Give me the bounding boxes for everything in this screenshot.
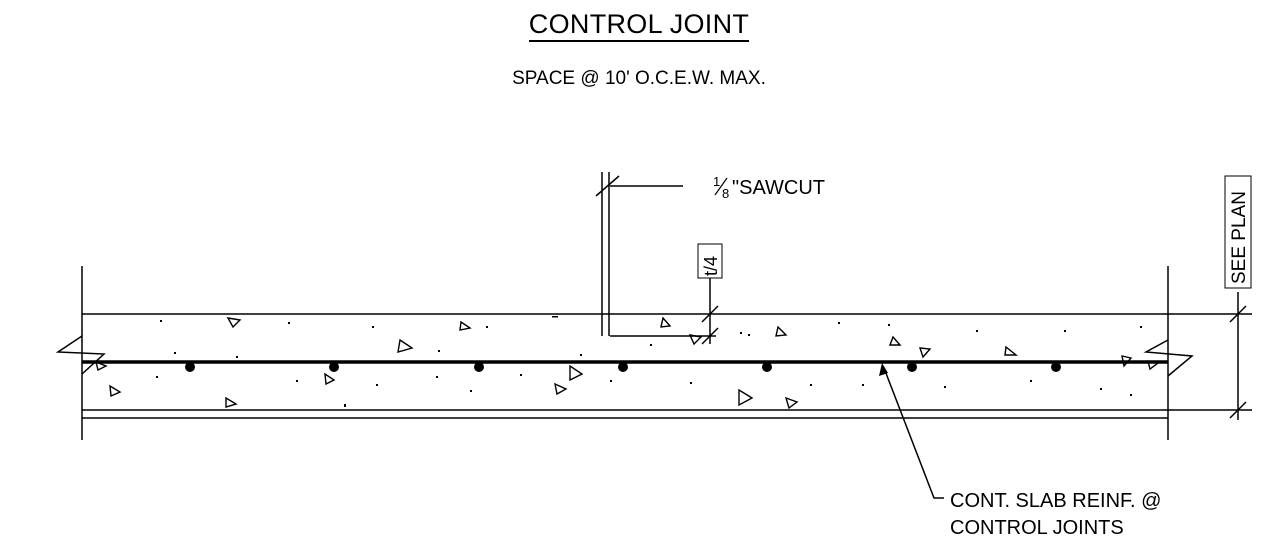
reinforcement-leader — [883, 367, 944, 499]
see-plan-label: SEE PLAN — [1229, 191, 1250, 284]
seeplan-tick-bottom — [1229, 401, 1247, 419]
right-break-symbol — [1143, 339, 1194, 377]
rebar-dot — [618, 362, 628, 372]
rebar-dot — [907, 362, 917, 372]
drawing-title: CONTROL JOINT — [0, 8, 1278, 42]
rebar-dot — [1051, 362, 1061, 372]
see-plan-box — [1224, 175, 1252, 289]
sawcut-tick — [595, 175, 620, 197]
sawcut-fraction-denominator: 8 — [722, 186, 729, 201]
rebar-dot — [185, 362, 195, 372]
drawing-subtitle: SPACE @ 10' O.C.E.W. MAX. — [512, 68, 766, 89]
depth-tick-top — [701, 305, 719, 323]
rebar-dot — [329, 362, 339, 372]
reinforcement-label-line2: CONTROL JOINTS — [950, 517, 1124, 539]
depth-tick-bottom — [701, 327, 719, 345]
rebar-dot — [762, 362, 772, 372]
seeplan-tick-top — [1229, 305, 1247, 323]
reinforcement-label-line1: CONT. SLAB REINF. @ — [950, 490, 1161, 512]
left-break-symbol — [55, 335, 106, 375]
concrete-speckles — [156, 316, 1142, 407]
concrete-hatch — [94, 316, 1160, 410]
rebar-dot — [474, 362, 484, 372]
sawcut-label: "SAWCUT — [732, 177, 825, 199]
depth-label-box — [697, 243, 723, 279]
sawcut-fraction-bar — [714, 177, 728, 196]
depth-label: t/4 — [701, 256, 721, 276]
sawcut-fraction-numerator: 1 — [713, 174, 720, 189]
reinforcement-leader-arrow — [879, 363, 888, 376]
